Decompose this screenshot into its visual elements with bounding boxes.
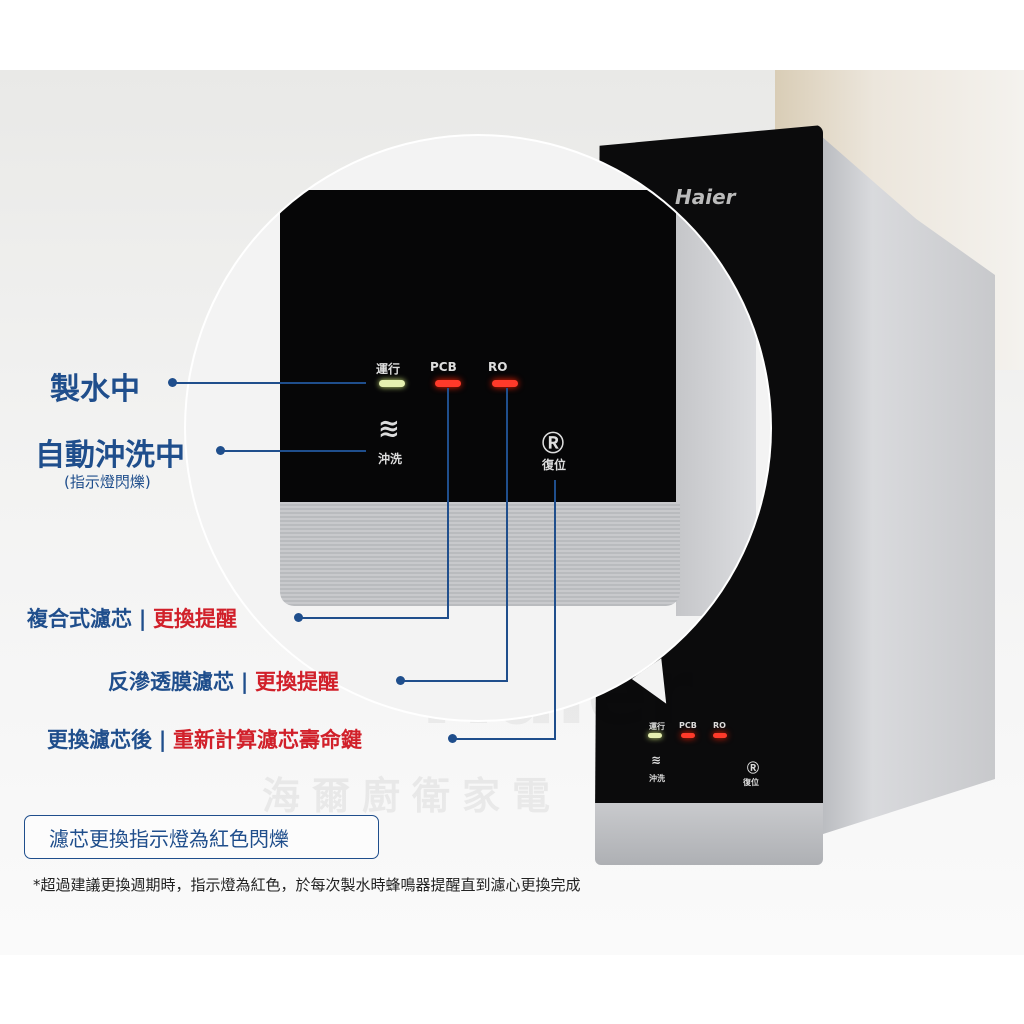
flush-icon: ≋: [378, 414, 400, 444]
small-ro-led: [713, 733, 727, 738]
callout-pcb-reminder: 更換提醒: [153, 607, 238, 631]
small-reset-icon: Ⓡ: [747, 761, 760, 775]
callout-line: [452, 738, 556, 740]
callout-ro-reminder: 更換提醒: [255, 670, 340, 694]
callout-separator: |: [158, 728, 167, 752]
magnified-base: [280, 502, 680, 606]
small-pcb-led: [681, 733, 695, 738]
pcb-led: [435, 380, 461, 387]
callout-reset-desc: 重新計算濾芯壽命鍵: [173, 728, 363, 752]
magnified-panel: [280, 190, 676, 512]
notice-box: 濾芯更換指示燈為紅色閃爍: [24, 815, 379, 859]
small-ro-label: RO: [713, 721, 726, 730]
callout-line: [554, 480, 556, 740]
callout-line: [447, 388, 449, 619]
callout-making-water: 製水中: [50, 372, 140, 407]
notice-text: 濾芯更換指示燈為紅色閃爍: [49, 826, 289, 851]
run-label: 運行: [376, 362, 401, 376]
flush-label: 沖洗: [378, 452, 403, 466]
watermark-text: 海爾廚衛家電: [262, 774, 563, 818]
callout-pcb-title: 複合式濾芯: [27, 607, 132, 631]
small-flush-label: 沖洗: [649, 774, 665, 783]
small-run-led: [648, 733, 662, 738]
ro-label: RO: [488, 360, 508, 374]
callout-line: [172, 382, 366, 384]
callout-ro: 反滲透膜濾芯 | 更換提醒: [108, 666, 339, 696]
callout-separator: |: [138, 607, 147, 631]
device-side: [820, 135, 995, 835]
callout-pcb: 複合式濾芯 | 更換提醒: [27, 603, 237, 633]
callout-line: [220, 450, 366, 452]
brand-logo: Haier: [675, 185, 736, 209]
callout-reset-title: 更換濾芯後: [47, 728, 152, 752]
small-run-label: 運行: [649, 722, 665, 731]
callout-line: [298, 617, 449, 619]
pcb-label: PCB: [430, 360, 457, 374]
reset-label: 復位: [542, 458, 567, 472]
callout-auto-flush: 自動沖洗中: [35, 438, 185, 473]
footnote: *超過建議更換週期時，指示燈為紅色，於每次製水時蜂鳴器提醒直到濾心更換完成: [33, 876, 581, 894]
small-flush-icon: ≋: [651, 753, 662, 767]
callout-ro-title: 反滲透膜濾芯: [108, 670, 234, 694]
small-reset-label: 復位: [743, 778, 759, 787]
callout-line: [506, 388, 508, 682]
callout-separator: |: [240, 670, 249, 694]
device-base: [595, 803, 823, 865]
ro-led: [492, 380, 518, 387]
magnified-side: [676, 196, 756, 616]
callout-flush-note: (指示燈閃爍): [64, 473, 151, 491]
small-pcb-label: PCB: [679, 721, 697, 730]
callout-reset: 更換濾芯後 | 重新計算濾芯壽命鍵: [47, 724, 362, 754]
callout-line: [400, 680, 508, 682]
reset-icon: Ⓡ: [542, 432, 565, 457]
run-led: [379, 380, 405, 387]
magnifier-circle: 運行 PCB RO ≋ 沖洗 Ⓡ 復位: [186, 136, 770, 720]
